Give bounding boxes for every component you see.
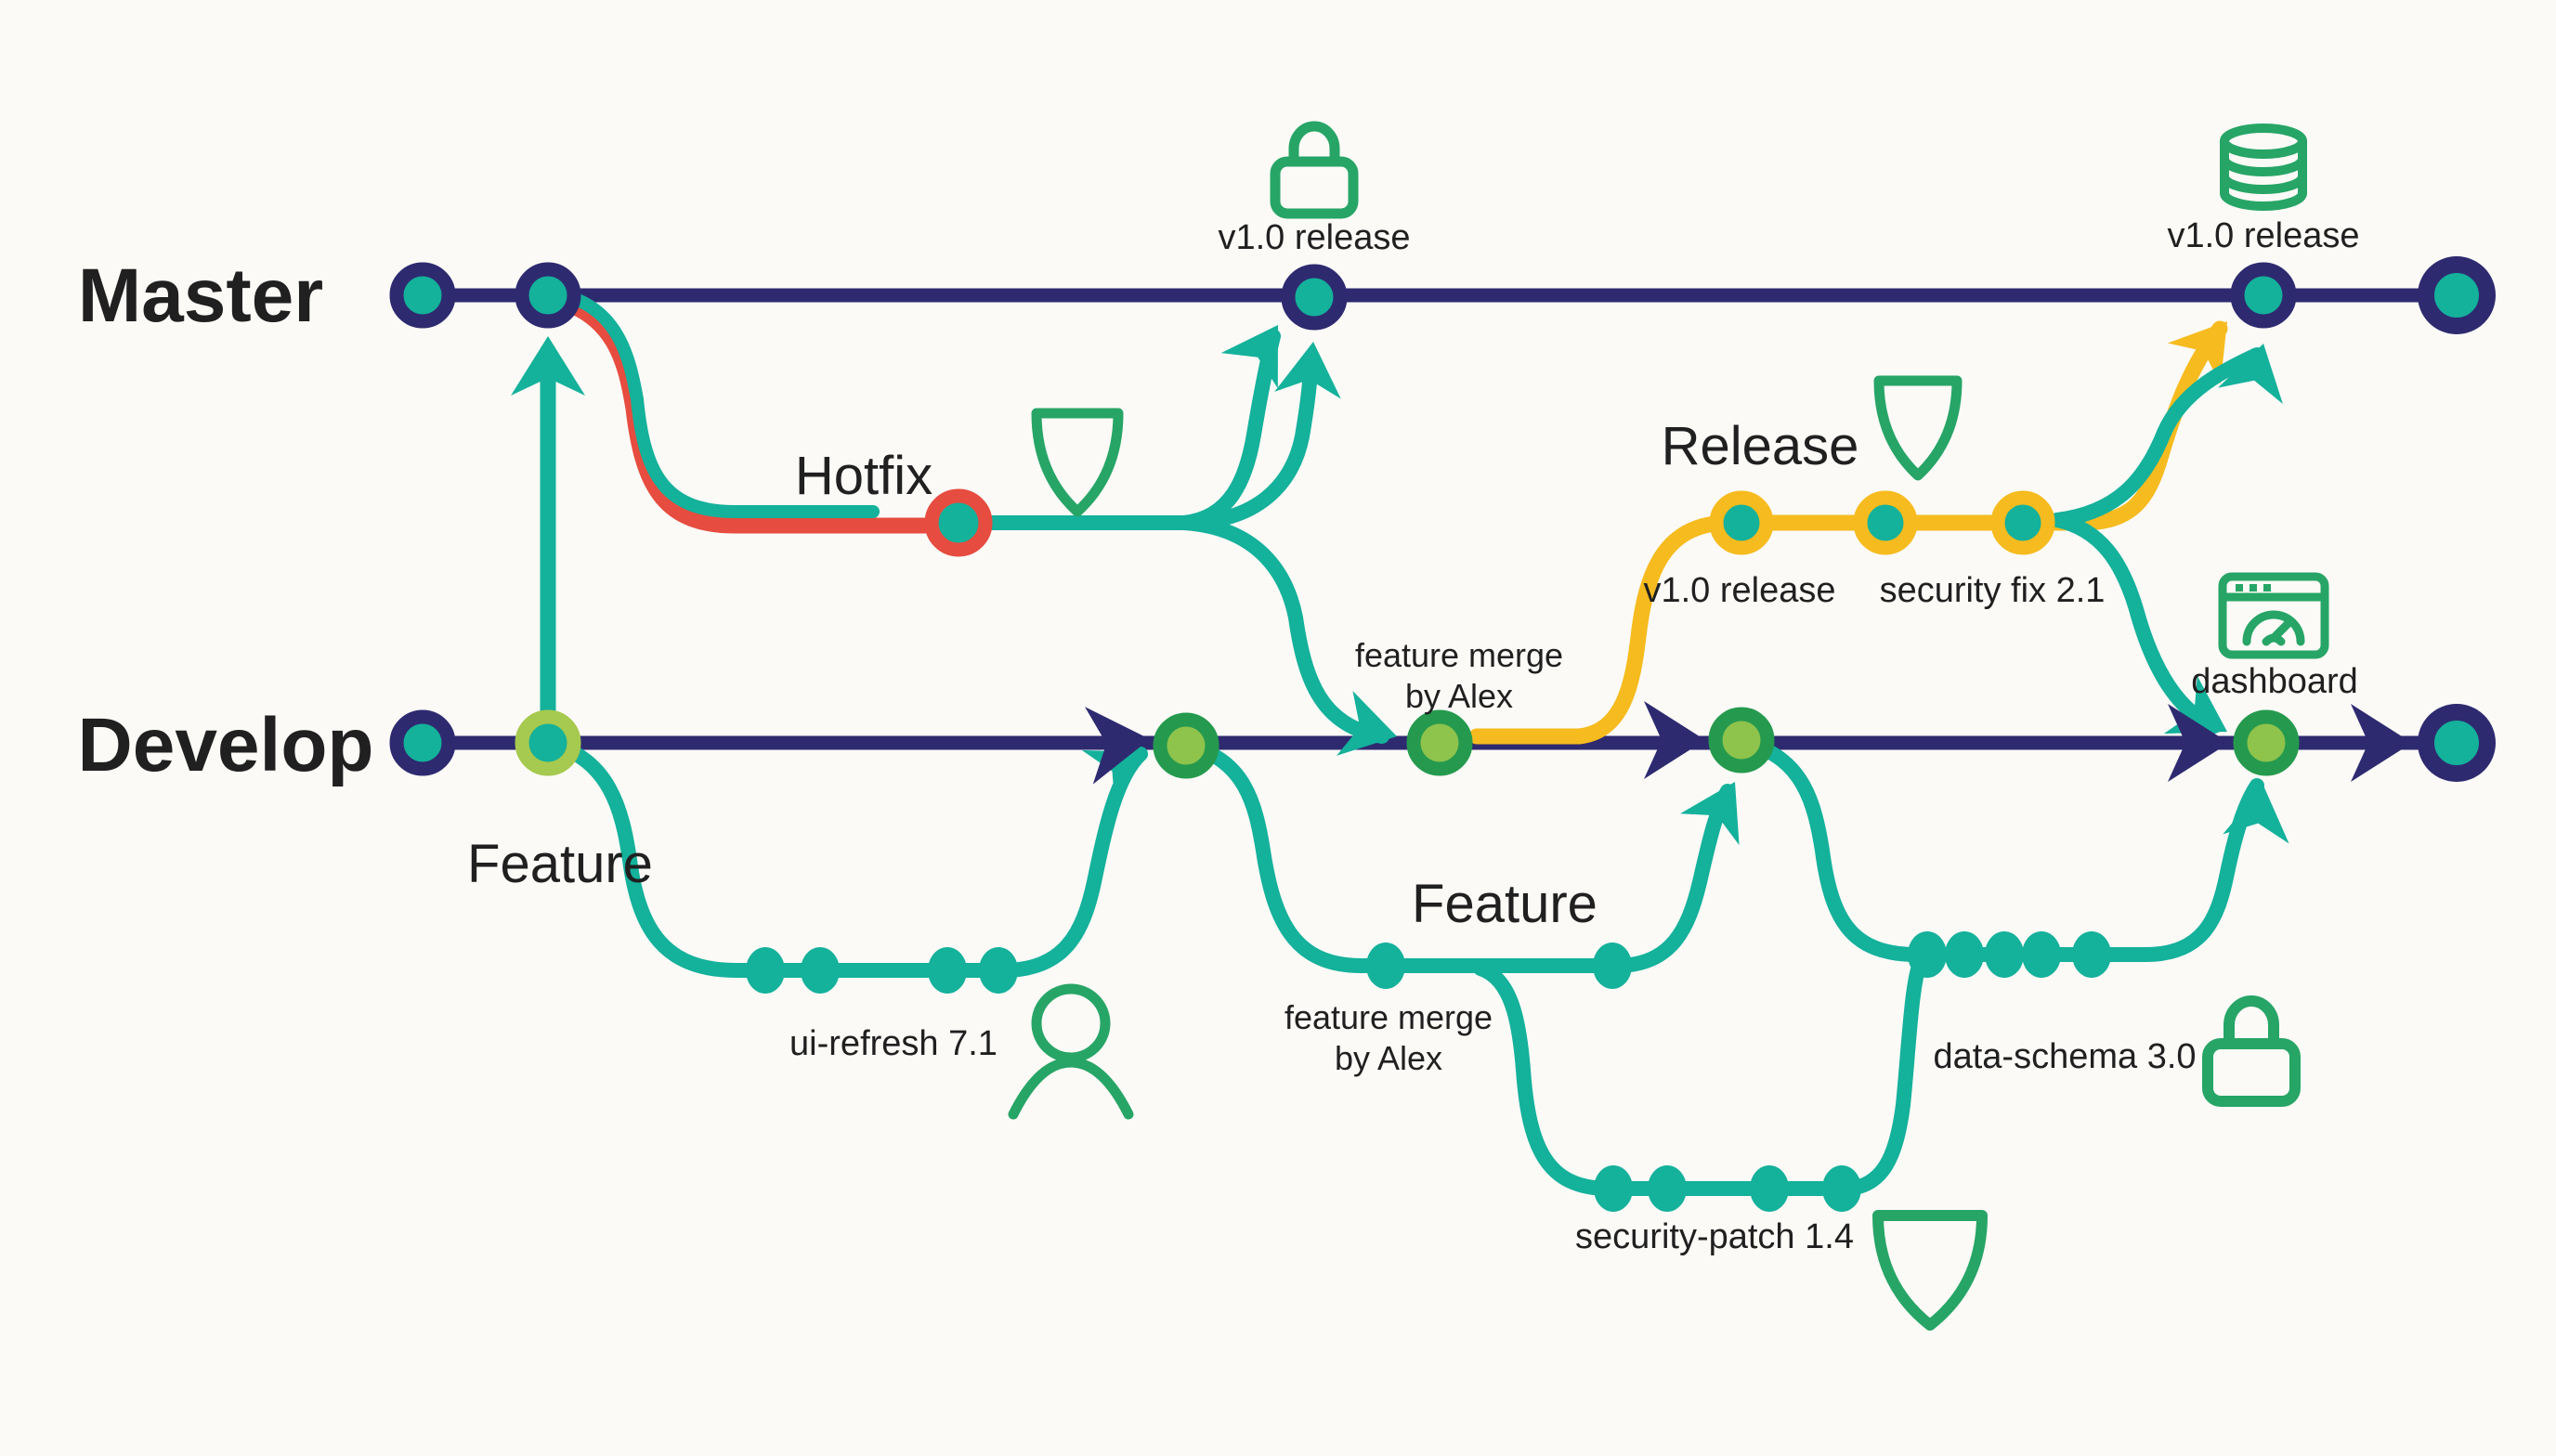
master-commit-2 bbox=[515, 262, 581, 329]
feature-branch-1 bbox=[541, 735, 1148, 994]
develop-commit-head bbox=[2418, 704, 2496, 782]
develop-commit-hotfix-merge bbox=[1406, 709, 1473, 776]
lock-icon-data-schema bbox=[2202, 995, 2301, 1107]
feature1-branch-label: Feature bbox=[467, 834, 653, 894]
release-master-arrowhead bbox=[2167, 321, 2227, 384]
release-commit-3 bbox=[1990, 490, 2055, 555]
feature-merge-label-line1: feature merge bbox=[1355, 636, 1563, 674]
security-patch-commit-1 bbox=[1594, 1165, 1633, 1212]
feature-merge-label-line2: by Alex bbox=[1405, 677, 1513, 715]
security-fix-label: security fix 2.1 bbox=[1880, 571, 2106, 610]
develop-commit-dashboard bbox=[2233, 709, 2300, 776]
feature-branch-2 bbox=[1179, 738, 1740, 989]
security-patch-path bbox=[1473, 949, 1930, 1196]
data-schema-path bbox=[1910, 778, 2264, 962]
develop-commit-feature2-merge bbox=[1708, 707, 1775, 774]
data-schema-commit-3 bbox=[1985, 931, 2024, 978]
release-merge-to-master-teal bbox=[2050, 347, 2264, 527]
hotfix-branch bbox=[541, 287, 1397, 756]
release-commit-2 bbox=[1853, 490, 1918, 555]
develop-branch-label: Develop bbox=[78, 703, 374, 787]
data-schema-commit-5 bbox=[2072, 931, 2111, 978]
release-v10-label: v1.0 release bbox=[1643, 571, 1835, 610]
release-commit-1 bbox=[1709, 490, 1774, 555]
user-icon bbox=[1008, 983, 1134, 1120]
security-patch-branch bbox=[1473, 949, 1930, 1212]
security-patch-label: security-patch 1.4 bbox=[1575, 1217, 1854, 1256]
feature2-merge-arrowhead bbox=[1679, 782, 1740, 846]
feature1-commit-4 bbox=[979, 947, 1018, 994]
master-v10-release-label: v1.0 release bbox=[1218, 218, 1410, 257]
develop-arrowhead-3 bbox=[2168, 704, 2229, 782]
develop-to-data-schema-path bbox=[1739, 735, 1924, 962]
develop-arrowhead-4 bbox=[2351, 704, 2412, 782]
data-schema-commit-2 bbox=[1945, 931, 1984, 978]
feature1-merge-arrowhead bbox=[1081, 749, 1145, 809]
hotfix-merge-to-master-2 bbox=[1177, 349, 1319, 530]
release-develop-arrowhead bbox=[2163, 675, 2227, 734]
feature1-path bbox=[541, 735, 1148, 978]
feature2-commit-2 bbox=[1593, 942, 1632, 989]
feature-merge-bottom-label-line1: feature merge bbox=[1285, 998, 1493, 1036]
release-path bbox=[1468, 320, 2228, 745]
feature-merge-up-arrowhead bbox=[511, 336, 585, 396]
develop-commit-feature1-merge bbox=[1153, 712, 1219, 779]
data-schema-label: data-schema 3.0 bbox=[1933, 1037, 2196, 1076]
master-v10-release-label-2: v1.0 release bbox=[2167, 216, 2359, 255]
data-schema-branch bbox=[1739, 735, 2289, 978]
hotfix-merge-to-develop bbox=[1177, 515, 1389, 744]
hotfix-branch-label: Hotfix bbox=[795, 446, 932, 506]
feature-merge-bottom-label-line2: by Alex bbox=[1335, 1039, 1442, 1077]
release-master-teal-arrowhead bbox=[2218, 344, 2283, 404]
dashboard-icon bbox=[2218, 572, 2329, 659]
feature1-commit-3 bbox=[928, 947, 967, 994]
security-patch-commit-2 bbox=[1648, 1165, 1687, 1212]
master-commit-v10-release bbox=[1281, 264, 1348, 331]
feature1-commit-2 bbox=[801, 947, 840, 994]
feature2-commit-1 bbox=[1366, 942, 1405, 989]
shield-icon-release bbox=[1873, 375, 1963, 481]
data-schema-commit-1 bbox=[1908, 931, 1947, 978]
master-commit-v10-release-2 bbox=[2230, 262, 2297, 329]
feature2-path bbox=[1179, 738, 1735, 973]
develop-commit-feature-base bbox=[515, 709, 581, 776]
hotfix-branch-out-teal bbox=[549, 287, 880, 518]
feature2-branch-label: Feature bbox=[1412, 874, 1598, 934]
hotfix-master-arrowhead-1 bbox=[1220, 325, 1278, 389]
security-patch-commit-3 bbox=[1750, 1165, 1789, 1212]
master-commit-head bbox=[2418, 256, 2496, 334]
data-schema-commit-4 bbox=[2022, 931, 2061, 978]
shield-icon-hotfix bbox=[1031, 408, 1124, 517]
release-backmerge-to-develop bbox=[2050, 513, 2222, 734]
data-schema-merge-arrowhead bbox=[2223, 786, 2289, 844]
database-icon bbox=[2220, 124, 2307, 211]
hotfix-develop-arrowhead bbox=[1337, 691, 1397, 756]
dashboard-label: dashboard bbox=[2191, 662, 2358, 701]
feature1-commit-1 bbox=[746, 947, 785, 994]
develop-arrowhead-2 bbox=[1644, 701, 1705, 779]
master-branch-label: Master bbox=[78, 254, 323, 338]
hotfix-master-arrowhead-2 bbox=[1274, 342, 1341, 399]
master-commit-1 bbox=[389, 262, 456, 329]
security-patch-commit-4 bbox=[1822, 1165, 1861, 1212]
release-branch-label: Release bbox=[1662, 416, 1859, 476]
develop-commit-1 bbox=[389, 709, 456, 776]
develop-arrowhead-1 bbox=[1084, 707, 1150, 785]
ui-refresh-label: ui-refresh 7.1 bbox=[789, 1024, 998, 1063]
lock-icon bbox=[1270, 121, 1359, 219]
hotfix-commit bbox=[924, 488, 993, 557]
shield-icon-security-patch bbox=[1872, 1210, 1988, 1331]
